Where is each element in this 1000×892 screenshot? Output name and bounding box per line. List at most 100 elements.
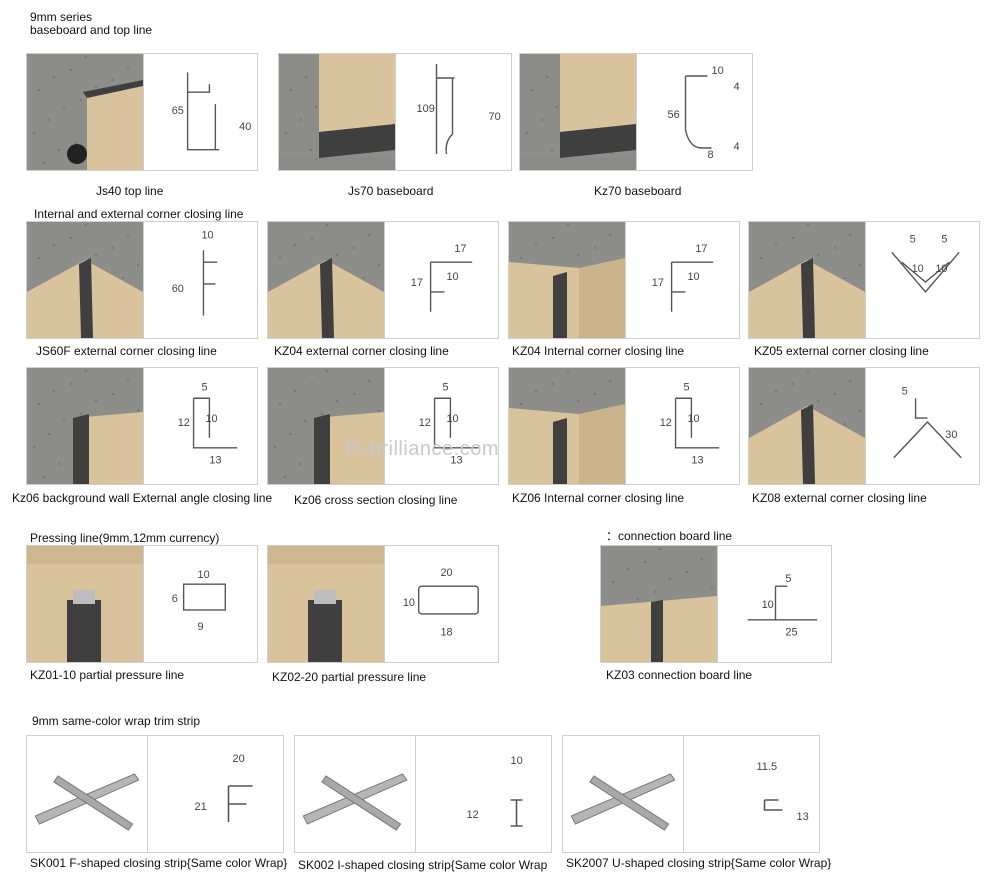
product-photo-image — [601, 546, 717, 662]
svg-text:10: 10 — [712, 65, 724, 77]
svg-text:30: 30 — [945, 429, 957, 441]
section-connection-title: ：connection board line — [606, 529, 733, 543]
profile-drawing: 10 60 — [143, 222, 257, 338]
svg-text:13: 13 — [450, 455, 462, 467]
svg-text:5: 5 — [785, 573, 791, 585]
product-photo — [27, 546, 143, 662]
product-photo-image — [749, 222, 865, 338]
svg-text:8: 8 — [708, 149, 714, 161]
svg-text:21: 21 — [195, 801, 207, 813]
svg-text:5: 5 — [442, 381, 448, 393]
product-caption: KZ04 external corner closing line — [274, 344, 449, 358]
svg-text:20: 20 — [441, 567, 453, 579]
product-photo-image — [27, 736, 147, 852]
product-card: 5 30 — [748, 367, 980, 485]
svg-text:70: 70 — [489, 111, 501, 123]
product-photo — [268, 222, 384, 338]
product-photo-image — [27, 368, 143, 484]
product-photo — [295, 736, 415, 852]
svg-text:65: 65 — [172, 105, 184, 117]
product-photo — [520, 54, 636, 170]
series-subtitle: baseboard and top line — [30, 23, 153, 37]
product-photo-image — [27, 222, 143, 338]
profile-drawing-diagram: 10 12 — [467, 755, 523, 827]
product-photo — [279, 54, 395, 170]
svg-text:10: 10 — [687, 271, 699, 283]
product-photo — [563, 736, 683, 852]
product-photo-image — [509, 222, 625, 338]
product-photo — [27, 54, 143, 170]
svg-text:6: 6 — [172, 593, 178, 605]
product-photo — [509, 222, 625, 338]
product-caption: KZ04 Internal corner closing line — [512, 344, 685, 358]
svg-text:12: 12 — [660, 417, 672, 429]
svg-text:4: 4 — [734, 81, 740, 93]
product-photo — [27, 736, 147, 852]
svg-text:5: 5 — [683, 381, 689, 393]
svg-text:10: 10 — [446, 413, 458, 425]
product-photo-image — [268, 546, 384, 662]
product-photo — [749, 368, 865, 484]
product-photo — [601, 546, 717, 662]
product-card: 5 12 10 13 — [267, 367, 499, 485]
product-photo-image — [563, 736, 683, 852]
product-caption: KZ03 connection board line — [606, 668, 753, 682]
svg-text:10: 10 — [403, 597, 415, 609]
svg-text:10: 10 — [511, 755, 523, 767]
product-caption: JS60F external corner closing line — [36, 344, 217, 358]
product-photo-image — [268, 222, 384, 338]
product-photo — [509, 368, 625, 484]
svg-text:25: 25 — [785, 627, 797, 639]
product-caption: Kz06 cross section closing line — [294, 493, 458, 507]
svg-text:13: 13 — [209, 455, 221, 467]
svg-text:10: 10 — [205, 413, 217, 425]
svg-text:10: 10 — [198, 569, 210, 581]
product-photo-image — [520, 54, 636, 170]
product-photo-image — [268, 368, 384, 484]
product-photo-image — [27, 54, 143, 170]
svg-text:10: 10 — [446, 271, 458, 283]
product-photo-image — [295, 736, 415, 852]
svg-text:4: 4 — [734, 141, 740, 153]
product-photo-image — [27, 546, 143, 662]
watermark: fs-brilliance.com — [346, 438, 499, 460]
profile-drawing-diagram: 11.513 — [757, 761, 809, 823]
svg-text:60: 60 — [172, 283, 184, 295]
svg-text:18: 18 — [441, 627, 453, 639]
product-caption: SK001 F-shaped closing strip{Same color … — [30, 856, 288, 870]
svg-text:5: 5 — [902, 385, 908, 397]
product-caption: SK2007 U-shaped closing strip{Same color… — [566, 856, 832, 870]
svg-text:13: 13 — [797, 811, 809, 823]
product-caption: Js40 top line — [96, 184, 164, 198]
svg-text:17: 17 — [695, 243, 707, 255]
profile-drawing: 5 12 10 13 — [384, 368, 498, 484]
svg-text:12: 12 — [467, 809, 479, 821]
product-caption: SK002 I-shaped closing strip{Same color … — [298, 858, 548, 872]
svg-text:56: 56 — [668, 109, 680, 121]
svg-text:17: 17 — [454, 243, 466, 255]
product-caption: KZ08 external corner closing line — [752, 491, 927, 505]
svg-text:12: 12 — [419, 417, 431, 429]
svg-text:10: 10 — [201, 229, 213, 241]
product-photo-image — [749, 368, 865, 484]
